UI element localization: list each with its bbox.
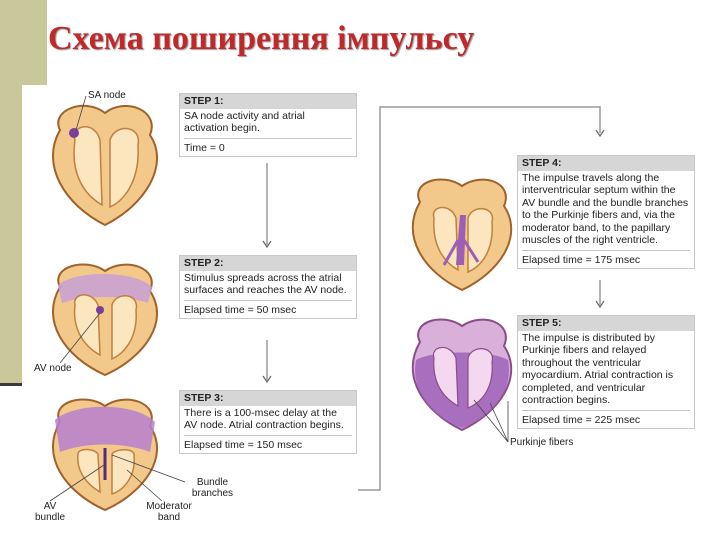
step-5-description: The impulse is distributed by Purkinje f… bbox=[522, 331, 674, 407]
heart-step-1 bbox=[51, 104, 159, 227]
step-2-description: Stimulus spreads across the atrial surfa… bbox=[184, 271, 347, 297]
heart-step-2 bbox=[51, 263, 159, 377]
step-1-description: SA node activity and atrial activation b… bbox=[184, 109, 305, 135]
step-5-box: STEP 5: The impulse is distributed by Pu… bbox=[517, 315, 695, 429]
page-title: Схема поширення імпульсу bbox=[48, 20, 475, 57]
sa-node-marker bbox=[69, 128, 79, 138]
step-3-heading: STEP 3: bbox=[180, 391, 356, 406]
step-4-heading: STEP 4: bbox=[518, 156, 694, 171]
step-4-time: Elapsed time = 175 msec bbox=[522, 249, 690, 269]
step-2-box: STEP 2: Stimulus spreads across the atri… bbox=[179, 255, 357, 319]
heart-step-5 bbox=[411, 318, 513, 432]
step-5-heading: STEP 5: bbox=[518, 316, 694, 331]
bundle-branches-label: Bundle branches bbox=[191, 477, 234, 499]
conduction-figure: STEP 1: SA node activity and atrial acti… bbox=[22, 85, 700, 525]
step-3-box: STEP 3: There is a 100-msec delay at the… bbox=[179, 390, 357, 454]
purkinje-fibers-label: Purkinje fibers bbox=[510, 437, 574, 448]
sa-node-label: SA node bbox=[88, 90, 126, 101]
av-bundle-label: AV bundle bbox=[34, 501, 66, 523]
moderator-band-label: Moderator band bbox=[146, 501, 192, 523]
step-4-description: The impulse travels along the interventr… bbox=[522, 171, 689, 247]
step-1-heading: STEP 1: bbox=[180, 94, 356, 109]
step-1-box: STEP 1: SA node activity and atrial acti… bbox=[179, 93, 357, 157]
heart-step-3 bbox=[51, 398, 159, 512]
heart-step-4 bbox=[411, 178, 513, 292]
step-3-description: There is a 100-msec delay at the AV node… bbox=[184, 406, 344, 432]
step-2-time: Elapsed time = 50 msec bbox=[184, 299, 352, 319]
av-node-label: AV node bbox=[34, 363, 72, 374]
connector-arrows bbox=[262, 106, 605, 491]
step-3-time: Elapsed time = 150 msec bbox=[184, 434, 352, 454]
step-5-time: Elapsed time = 225 msec bbox=[522, 409, 690, 429]
step-4-box: STEP 4: The impulse travels along the in… bbox=[517, 155, 695, 269]
step-2-heading: STEP 2: bbox=[180, 256, 356, 271]
step-1-time: Time = 0 bbox=[184, 137, 352, 157]
